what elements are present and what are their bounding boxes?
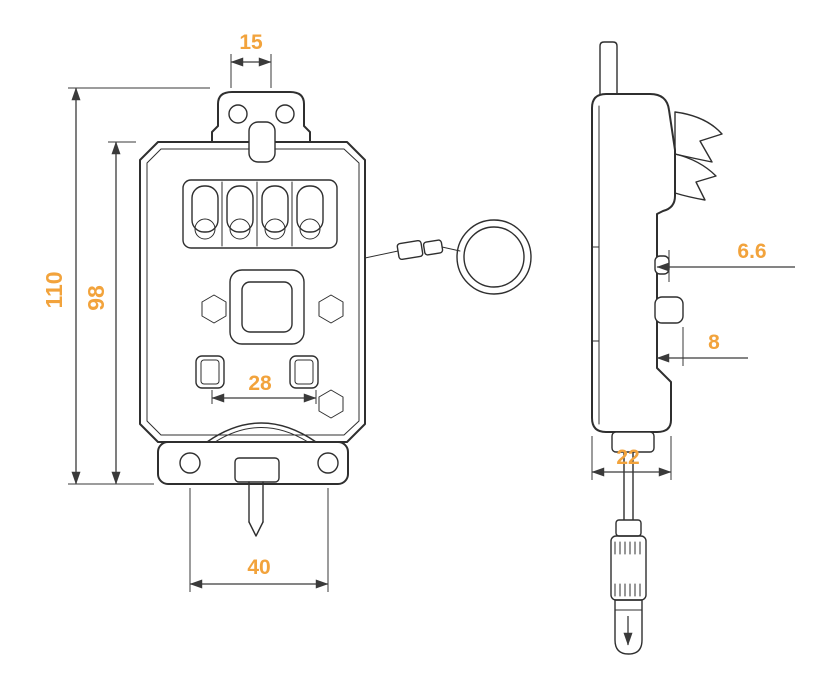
dim-label-mount-hole-spacing: 40 bbox=[247, 556, 270, 579]
terminal-screw bbox=[194, 218, 216, 240]
side-bump bbox=[654, 255, 670, 275]
hex-nut-bottom bbox=[318, 389, 344, 419]
clip-lower bbox=[674, 153, 717, 201]
dim-label-side-edge-depth: 6.6 bbox=[737, 240, 766, 263]
terminal-block bbox=[182, 179, 338, 249]
block-left bbox=[195, 355, 225, 389]
dim-label-body-height: 98 bbox=[83, 285, 109, 311]
bottom-arch bbox=[206, 422, 317, 443]
pull-ring bbox=[364, 219, 532, 295]
terminal-slot bbox=[261, 185, 289, 233]
mount-hole-left bbox=[179, 452, 201, 474]
dim-inner-spacing: 28 bbox=[211, 372, 317, 404]
bottom-arch-inner bbox=[214, 427, 309, 443]
dim-side-edge-depth: 6.6 bbox=[656, 240, 795, 282]
side-body bbox=[591, 93, 676, 433]
plug-barrel bbox=[610, 535, 647, 601]
dim-label-button-depth: 8 bbox=[708, 331, 720, 354]
plug-knurling-bottom bbox=[614, 583, 641, 597]
terminal-slot bbox=[296, 185, 324, 233]
dim-tab-width: 15 bbox=[230, 31, 272, 88]
terminal-slot bbox=[191, 185, 219, 233]
cable-front bbox=[234, 457, 280, 537]
hex-nut-right bbox=[318, 294, 344, 324]
terminal-slot bbox=[226, 185, 254, 233]
plug-collar bbox=[615, 519, 642, 537]
front-view bbox=[139, 91, 532, 537]
terminal-screw bbox=[229, 218, 251, 240]
cable-side bbox=[610, 431, 655, 655]
cord-ferrule bbox=[422, 239, 444, 256]
dim-label-tab-width: 15 bbox=[239, 31, 263, 54]
dim-label-body-depth: 22 bbox=[616, 446, 639, 469]
enclosure-body bbox=[139, 141, 366, 443]
dim-body-depth: 22 bbox=[591, 436, 672, 480]
terminal-screw bbox=[299, 218, 321, 240]
dim-label-inner-spacing: 28 bbox=[248, 372, 272, 395]
tab-hole-left bbox=[228, 104, 248, 124]
dc-plug bbox=[610, 535, 647, 655]
mounting-tab bbox=[211, 91, 311, 143]
block-right bbox=[289, 355, 319, 389]
plug-tip bbox=[614, 599, 643, 655]
side-button bbox=[654, 296, 684, 324]
connector-blocks bbox=[195, 355, 319, 389]
ring-inner bbox=[463, 226, 525, 288]
cable-gland bbox=[234, 457, 280, 483]
mount-hole-right bbox=[317, 452, 339, 474]
dim-button-depth: 8 bbox=[656, 327, 748, 366]
dim-mount-hole-spacing: 40 bbox=[189, 488, 329, 592]
dim-overall-height: 110 bbox=[41, 87, 210, 485]
plug-knurling-top bbox=[614, 541, 641, 555]
hex-nut-left bbox=[201, 294, 227, 324]
tab-latch bbox=[248, 121, 276, 163]
top-stub bbox=[599, 41, 618, 95]
mounting-flange bbox=[157, 441, 349, 485]
clip-upper bbox=[674, 111, 723, 163]
snap-clips bbox=[674, 111, 723, 201]
terminal-screw bbox=[264, 218, 286, 240]
cord-clamp bbox=[396, 239, 424, 261]
dim-label-overall-height: 110 bbox=[41, 271, 67, 308]
tab-hole-right bbox=[275, 104, 295, 124]
dim-body-height: 98 bbox=[83, 141, 136, 485]
side-view bbox=[591, 41, 723, 655]
center-connector bbox=[201, 269, 344, 419]
ring-outer bbox=[456, 219, 532, 295]
